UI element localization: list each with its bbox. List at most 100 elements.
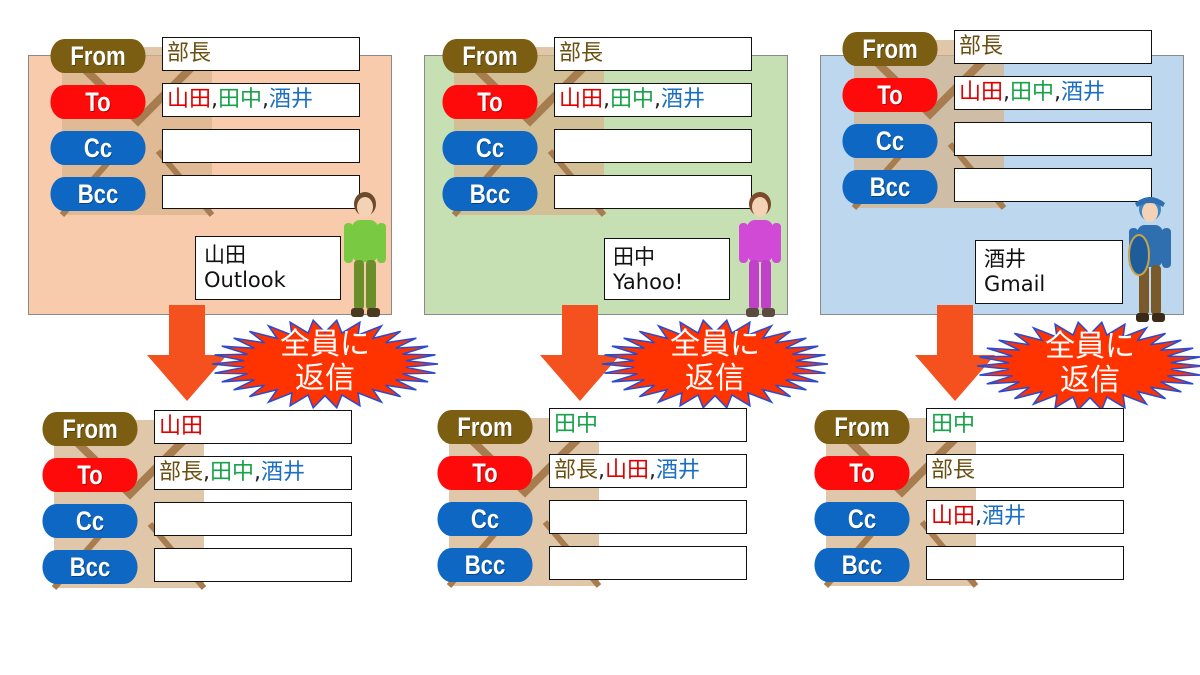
field-row-bcc: Bcc	[40, 175, 380, 215]
to-field[interactable]: 山田,田中,酒井	[162, 83, 360, 117]
separator: ,	[654, 87, 662, 112]
to-field[interactable]: 部長,山田,酒井	[549, 454, 747, 488]
reply-all-caption: 全員に返信	[640, 328, 790, 396]
separator: ,	[203, 460, 211, 485]
bcc-field[interactable]	[926, 546, 1124, 580]
down-arrow-icon	[540, 305, 620, 401]
separator: ,	[254, 460, 262, 485]
to-label: To	[50, 85, 146, 119]
from-label: From	[814, 410, 910, 444]
recipient-name: 酒井	[269, 87, 314, 112]
down-arrow-icon	[915, 305, 995, 401]
to-label: To	[814, 456, 910, 490]
from-field[interactable]: 山田	[154, 410, 352, 444]
explosion-burst-icon	[976, 320, 1200, 412]
from-label: From	[437, 410, 533, 444]
field-row-to: To 山田,田中,酒井	[40, 83, 380, 123]
field-row-to: To 部長,山田,酒井	[427, 454, 767, 494]
down-arrow-icon	[147, 305, 227, 401]
explosion-burst-icon	[601, 318, 829, 410]
cc-label: Cc	[50, 131, 146, 165]
cc-label: Cc	[842, 124, 938, 158]
recipient-name: 酒井	[661, 87, 706, 112]
field-row-cc: Cc	[427, 500, 767, 540]
to-field[interactable]: 部長,田中,酒井	[154, 456, 352, 490]
recipient-name: 酒井	[1061, 80, 1106, 105]
cc-field[interactable]	[954, 122, 1152, 156]
to-label: To	[42, 458, 138, 492]
person-avatar-icon	[739, 192, 781, 317]
recipient-name: 山田	[959, 80, 1004, 105]
cc-field[interactable]	[549, 500, 747, 534]
from-field[interactable]: 田中	[926, 408, 1124, 442]
reply-all-line2: 返信	[685, 361, 745, 396]
bcc-label: Bcc	[437, 548, 533, 582]
reply-all-line2: 返信	[295, 361, 355, 396]
from-label: From	[50, 39, 146, 73]
cc-field[interactable]	[162, 129, 360, 163]
bcc-label: Bcc	[842, 170, 938, 204]
separator: ,	[649, 458, 657, 483]
person-avatar-icon	[344, 192, 386, 317]
to-field[interactable]: 山田,田中,酒井	[554, 83, 752, 117]
separator: ,	[1054, 80, 1062, 105]
field-row-to: To 部長	[804, 454, 1144, 494]
field-row-from: From 部長	[832, 30, 1172, 70]
recipient-name: 部長	[959, 34, 1004, 59]
explosion-burst-icon	[211, 318, 439, 410]
bcc-field[interactable]	[549, 546, 747, 580]
bcc-label: Bcc	[50, 177, 146, 211]
recipient-name: 山田	[605, 458, 650, 483]
recipient-name: 田中	[610, 87, 655, 112]
from-field[interactable]: 部長	[554, 37, 752, 71]
to-field[interactable]: 山田,田中,酒井	[954, 76, 1152, 110]
recipient-name: 酒井	[261, 460, 306, 485]
recipient-name: 山田	[159, 414, 204, 439]
from-label: From	[842, 32, 938, 66]
recipient-name: 酒井	[982, 504, 1027, 529]
field-row-to: To 山田,田中,酒井	[832, 76, 1172, 116]
mail-client-name: Gmail	[984, 272, 1046, 296]
reply-all-line1: 全員に	[1045, 329, 1135, 364]
bcc-field[interactable]	[154, 548, 352, 582]
recipient-name: 田中	[931, 412, 976, 437]
from-label: From	[42, 412, 138, 446]
bcc-field[interactable]	[162, 175, 360, 209]
to-label: To	[842, 78, 938, 112]
cc-field[interactable]	[554, 129, 752, 163]
mail-client-name: Yahoo!	[613, 270, 684, 294]
cc-field[interactable]	[154, 502, 352, 536]
recipient-name: 部長	[931, 458, 976, 483]
recipient-name: 田中	[1010, 80, 1055, 105]
separator: ,	[598, 458, 606, 483]
recipient-name: 部長	[167, 41, 212, 66]
bcc-label: Bcc	[814, 548, 910, 582]
from-field[interactable]: 部長	[162, 37, 360, 71]
reply-all-line2: 返信	[1060, 363, 1120, 398]
cc-field[interactable]: 山田,酒井	[926, 500, 1124, 534]
bcc-field[interactable]	[554, 175, 752, 209]
field-row-from: From 田中	[804, 408, 1144, 448]
from-field[interactable]: 田中	[549, 408, 747, 442]
bcc-field[interactable]	[954, 168, 1152, 202]
bcc-label: Bcc	[42, 550, 138, 584]
recipient-name: 田中	[554, 412, 599, 437]
user-name: 山田	[204, 243, 246, 267]
recipient-name: 田中	[218, 87, 263, 112]
from-field[interactable]: 部長	[954, 30, 1152, 64]
cc-label: Cc	[437, 502, 533, 536]
field-row-bcc: Bcc	[832, 168, 1172, 208]
field-row-bcc: Bcc	[804, 546, 1144, 586]
field-row-to: To 部長,田中,酒井	[32, 456, 372, 496]
field-row-bcc: Bcc	[427, 546, 767, 586]
cc-label: Cc	[814, 502, 910, 536]
to-field[interactable]: 部長	[926, 454, 1124, 488]
reply-mail-header-3: From 田中 To 部長 Cc 山田,酒井 Bcc	[804, 408, 1144, 592]
to-label: To	[437, 456, 533, 490]
